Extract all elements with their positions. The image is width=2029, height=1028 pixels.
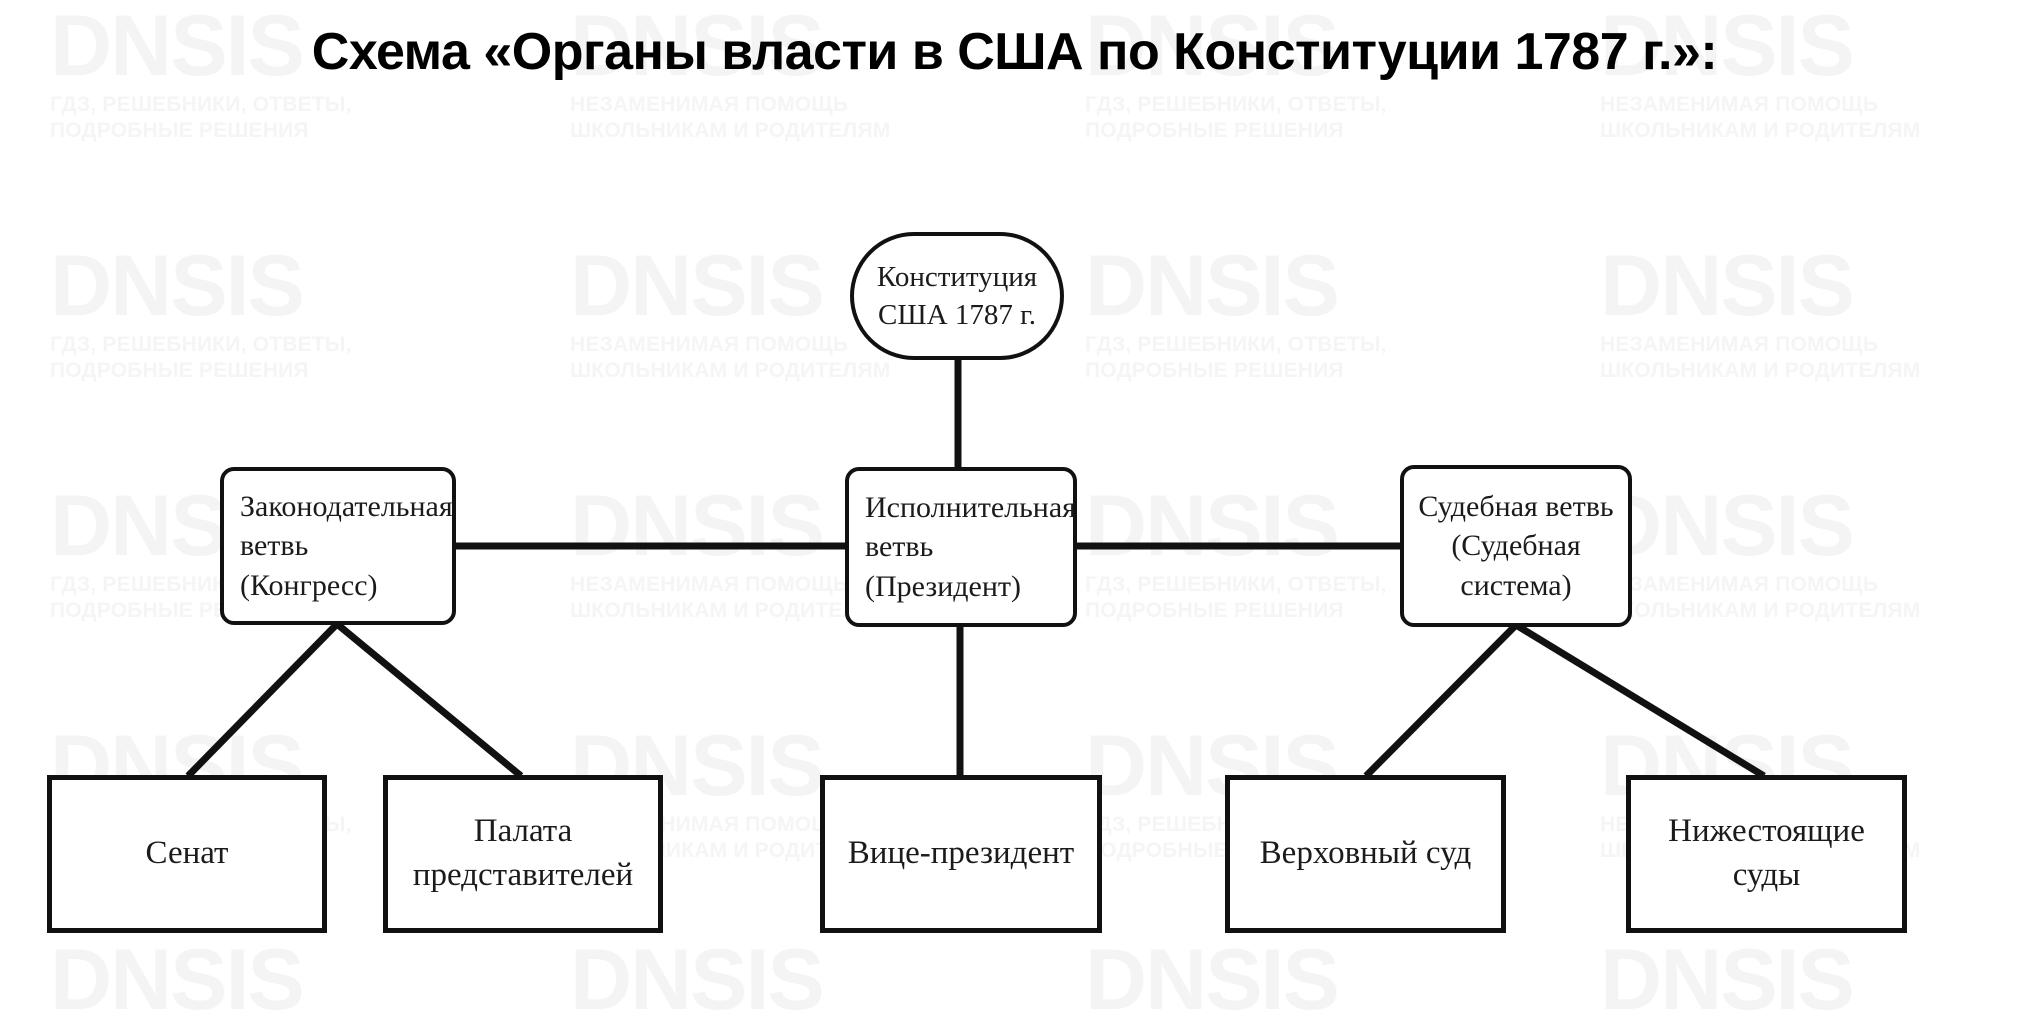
- node-judicial-branch-label: Судебная ветвь (Судебная система): [1418, 489, 1614, 602]
- node-vice-president-label: Вице-президент: [847, 835, 1075, 872]
- node-judicial-branch[interactable]: Судебная ветвь (Судебная система): [1400, 465, 1632, 627]
- node-senate-label: Сенат: [145, 835, 229, 872]
- node-lower-courts[interactable]: Нижестоящие суды: [1626, 775, 1907, 933]
- edge-judicial-supremecourt: [1363, 622, 1519, 779]
- page-title: Схема «Органы власти в США по Конституци…: [311, 23, 1718, 81]
- node-executive-branch[interactable]: Исполнительная ветвь (Президент): [845, 467, 1077, 627]
- edge-judicial-lowercourts: [1514, 622, 1766, 779]
- node-lower-courts-label: Нижестоящие суды: [1668, 813, 1865, 893]
- node-supreme-court[interactable]: Верховный суд: [1225, 775, 1506, 933]
- edge-legislative-senate: [185, 621, 340, 779]
- edge-legislative-house: [334, 621, 524, 779]
- node-house-of-representatives-label: Палата представителей: [412, 813, 634, 893]
- node-constitution[interactable]: Конституция США 1787 г.: [850, 232, 1064, 360]
- node-executive-branch-label: Исполнительная ветвь (Президент): [865, 490, 1076, 603]
- node-supreme-court-label: Верховный суд: [1259, 835, 1472, 872]
- node-house-of-representatives[interactable]: Палата представителей: [383, 775, 663, 933]
- node-constitution-label: Конституция США 1787 г.: [876, 260, 1038, 331]
- node-senate[interactable]: Сенат: [47, 775, 327, 933]
- diagram-connectors: [185, 358, 1766, 779]
- node-legislative-branch[interactable]: Законодательная ветвь (Конгресс): [220, 467, 456, 625]
- node-legislative-branch-label: Законодательная ветвь (Конгресс): [240, 489, 453, 602]
- node-vice-president[interactable]: Вице-президент: [820, 775, 1102, 933]
- diagram: Конституция США 1787 г. Законодательная …: [47, 232, 1907, 933]
